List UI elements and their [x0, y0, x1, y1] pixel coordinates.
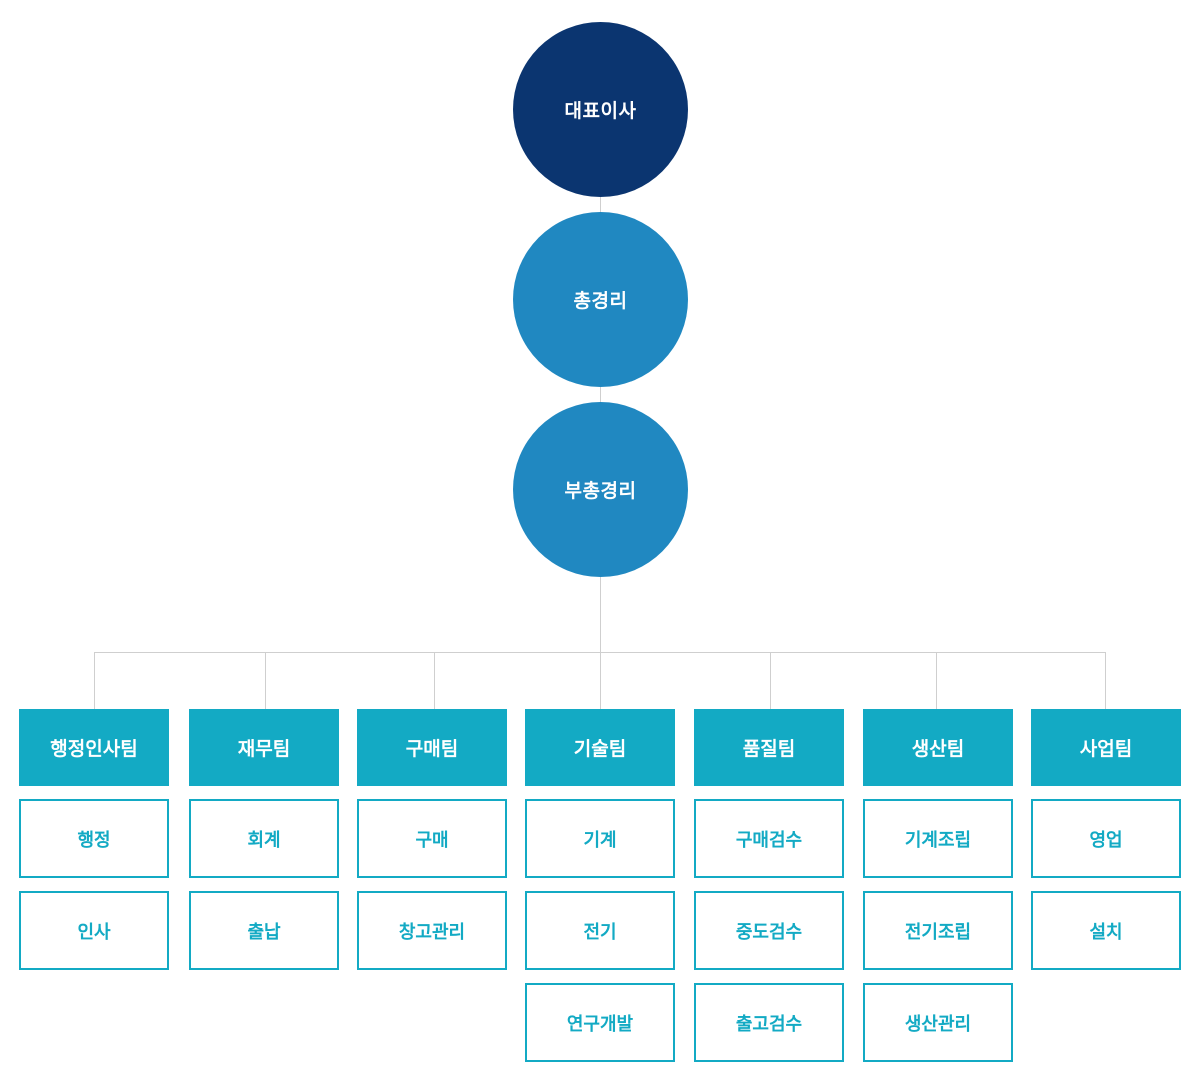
team-unit: 인사	[19, 891, 169, 970]
general-manager-node: 총경리	[513, 212, 688, 387]
team-connector-6	[936, 652, 937, 709]
team-unit: 기계	[525, 799, 675, 878]
general-manager-label: 총경리	[573, 290, 628, 312]
team-unit: 구매	[357, 799, 507, 878]
team-unit: 행정	[19, 799, 169, 878]
team-column-technology: 기술팀 기계 전기 연구개발	[525, 709, 675, 1062]
ceo-node: 대표이사	[513, 22, 688, 197]
team-unit: 기계조립	[863, 799, 1013, 878]
team-unit: 영업	[1031, 799, 1181, 878]
team-header: 재무팀	[189, 709, 339, 786]
team-unit: 설치	[1031, 891, 1181, 970]
team-connector-1	[94, 652, 95, 709]
team-unit: 전기조립	[863, 891, 1013, 970]
team-header: 품질팀	[694, 709, 844, 786]
team-unit: 구매검수	[694, 799, 844, 878]
ceo-label: 대표이사	[564, 100, 637, 122]
team-header: 기술팀	[525, 709, 675, 786]
team-unit: 연구개발	[525, 983, 675, 1062]
team-column-purchasing: 구매팀 구매 창고관리	[357, 709, 507, 970]
team-column-quality: 품질팀 구매검수 중도검수 출고검수	[694, 709, 844, 1062]
deputy-general-manager-label: 부총경리	[564, 480, 637, 502]
team-header: 행정인사팀	[19, 709, 169, 786]
team-column-production: 생산팀 기계조립 전기조립 생산관리	[863, 709, 1013, 1062]
team-unit: 창고관리	[357, 891, 507, 970]
team-header: 구매팀	[357, 709, 507, 786]
team-connector-2	[265, 652, 266, 709]
team-unit: 회계	[189, 799, 339, 878]
team-unit: 생산관리	[863, 983, 1013, 1062]
horizontal-connector-teams	[94, 652, 1106, 653]
team-unit: 출고검수	[694, 983, 844, 1062]
team-unit: 출납	[189, 891, 339, 970]
team-connector-3	[434, 652, 435, 709]
team-header: 생산팀	[863, 709, 1013, 786]
team-connector-7	[1105, 652, 1106, 709]
team-column-admin-hr: 행정인사팀 행정 인사	[19, 709, 169, 970]
deputy-general-manager-node: 부총경리	[513, 402, 688, 577]
team-header: 사업팀	[1031, 709, 1181, 786]
team-connector-5	[770, 652, 771, 709]
team-unit: 중도검수	[694, 891, 844, 970]
team-column-finance: 재무팀 회계 출납	[189, 709, 339, 970]
team-column-business: 사업팀 영업 설치	[1031, 709, 1181, 970]
team-unit: 전기	[525, 891, 675, 970]
